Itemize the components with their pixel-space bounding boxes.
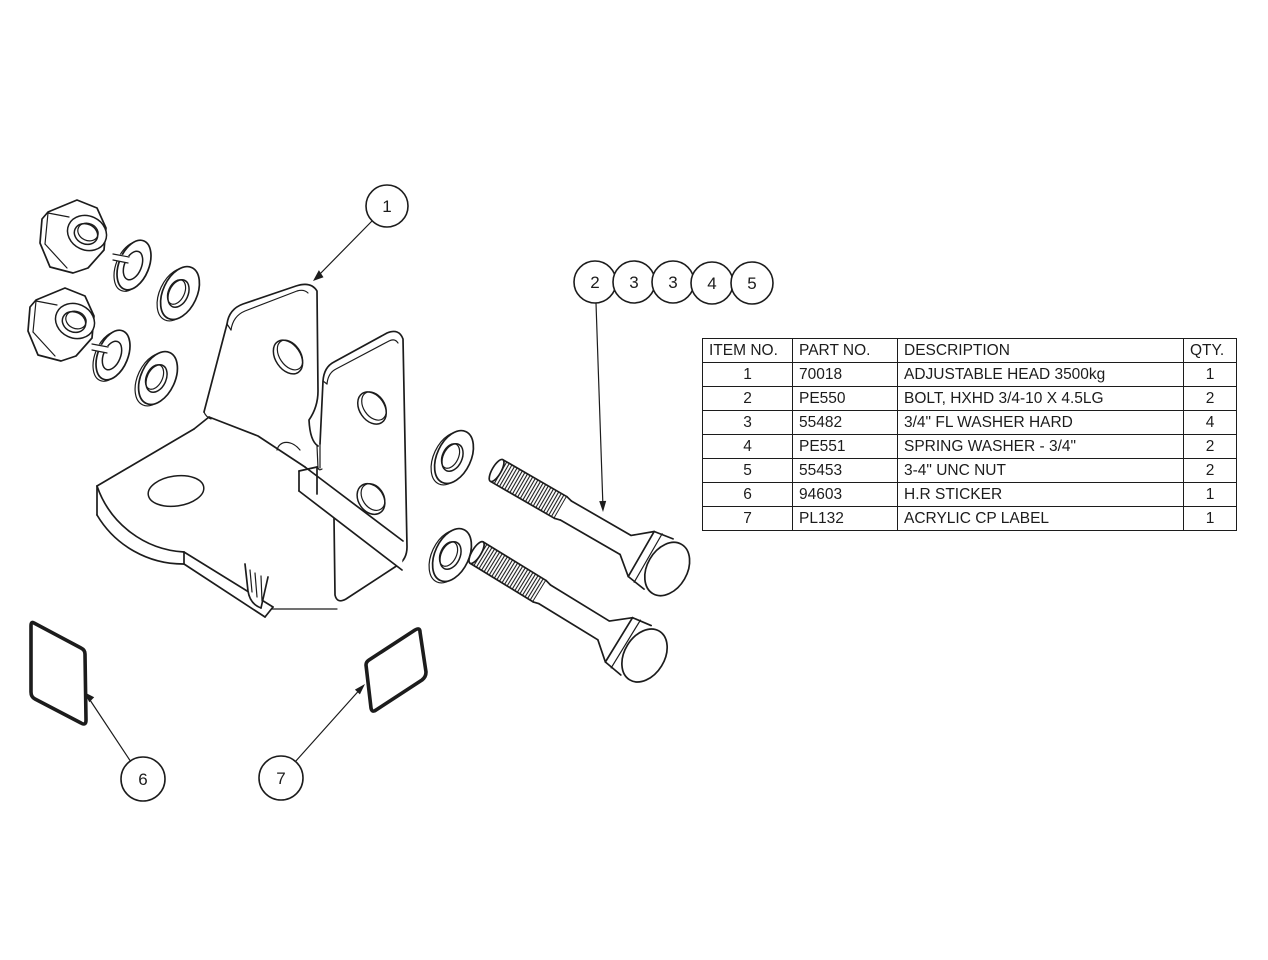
flat-washer-1 [156,265,201,322]
cell-description: ADJUSTABLE HEAD 3500kg [897,362,1184,387]
cell-description: SPRING WASHER - 3/4" [897,434,1184,459]
spring-washer-2 [91,329,131,382]
bill-of-materials-table: ITEM NO. PART NO. DESCRIPTION QTY. 1 700… [702,338,1237,531]
cell-qty: 2 [1183,386,1237,411]
cell-qty: 2 [1183,434,1237,459]
hex-bolt-2 [468,540,669,683]
balloon-2: 2 [573,260,617,304]
cell-part-no: 55482 [792,410,898,435]
hex-nut-1 [39,199,108,274]
cell-item-no: 5 [702,458,793,483]
balloon-3a-label: 3 [629,273,638,292]
table-row: 6 94603 H.R STICKER 1 [702,482,1237,507]
table-row: 2 PE550 BOLT, HXHD 3/4-10 X 4.5LG 2 [702,386,1237,411]
cell-qty: 2 [1183,458,1237,483]
table-row: 7 PL132 ACRYLIC CP LABEL 1 [702,506,1237,531]
balloon-1-label: 1 [382,197,391,216]
balloon-6-label: 6 [138,770,147,789]
cell-part-no: PL132 [792,506,898,531]
table-header-row: ITEM NO. PART NO. DESCRIPTION QTY. [702,338,1237,363]
cell-description: H.R STICKER [897,482,1184,507]
balloon-3a: 3 [612,260,656,304]
cell-qty: 1 [1183,362,1237,387]
balloon-1: 1 [365,184,409,228]
flat-washer-2 [134,350,179,407]
cell-item-no: 3 [702,410,793,435]
balloon-5-label: 5 [747,274,756,293]
cell-item-no: 2 [702,386,793,411]
cell-description: 3-4" UNC NUT [897,458,1184,483]
cell-item-no: 4 [702,434,793,459]
cell-part-no: 70018 [792,362,898,387]
cell-part-no: PE550 [792,386,898,411]
flat-washer-3 [430,429,475,486]
hex-nut-2 [27,287,96,362]
cell-part-no: 55453 [792,458,898,483]
hr-sticker [29,620,88,726]
adjustable-head-bracket [96,283,408,618]
balloon-6: 6 [120,756,166,802]
cell-description: 3/4" FL WASHER HARD [897,410,1184,435]
table-row: 1 70018 ADJUSTABLE HEAD 3500kg 1 [702,362,1237,387]
table-row: 4 PE551 SPRING WASHER - 3/4" 2 [702,434,1237,459]
balloon-2-label: 2 [590,273,599,292]
header-qty: QTY. [1183,338,1237,363]
acrylic-cp-label [364,627,428,713]
cell-part-no: PE551 [792,434,898,459]
cell-item-no: 7 [702,506,793,531]
cell-qty: 1 [1183,482,1237,507]
balloon-3b-label: 3 [668,273,677,292]
balloon-3b: 3 [651,260,695,304]
cell-description: BOLT, HXHD 3/4-10 X 4.5LG [897,386,1184,411]
cell-qty: 4 [1183,410,1237,435]
balloon-7-label: 7 [276,769,285,788]
cell-description: ACRYLIC CP LABEL [897,506,1184,531]
cell-item-no: 6 [702,482,793,507]
balloon-4: 4 [690,261,734,305]
cell-part-no: 94603 [792,482,898,507]
header-description: DESCRIPTION [897,338,1184,363]
balloon-5: 5 [730,261,774,305]
table-row: 3 55482 3/4" FL WASHER HARD 4 [702,410,1237,435]
table-row: 5 55453 3-4" UNC NUT 2 [702,458,1237,483]
header-item-no: ITEM NO. [702,338,793,363]
cell-qty: 1 [1183,506,1237,531]
leader-lines [84,220,607,763]
hex-bolt-1 [488,458,691,597]
flat-washer-4 [428,527,473,584]
balloon-7: 7 [258,755,304,801]
balloon-4-label: 4 [707,274,716,293]
spring-washer-1 [112,239,152,292]
cell-item-no: 1 [702,362,793,387]
header-part-no: PART NO. [792,338,898,363]
